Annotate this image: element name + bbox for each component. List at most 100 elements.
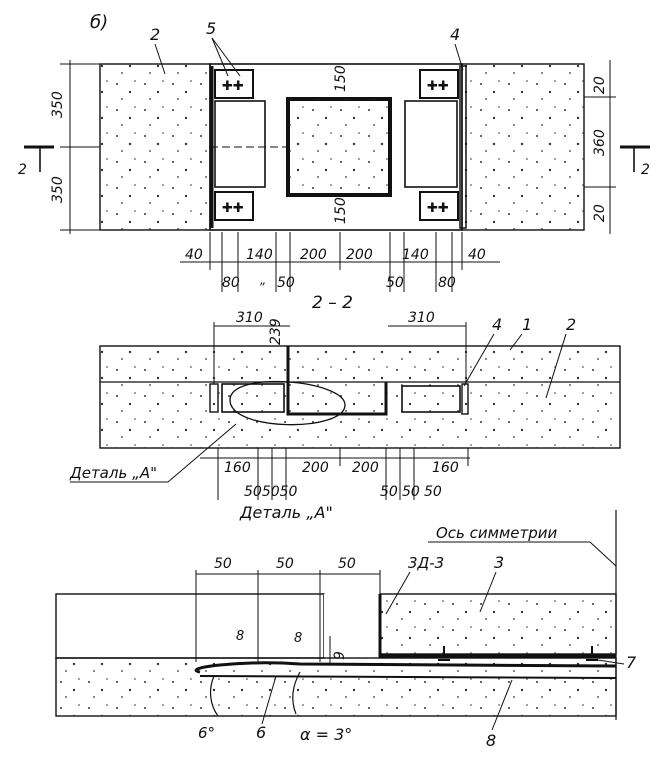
- detail-dim-50-1: 50: [214, 556, 232, 572]
- dim-140-right: 140: [402, 247, 429, 263]
- leader: [454, 43, 464, 71]
- detail-view: Деталь „А" Ось симметрии 50 50 50 3Д-3 3: [55, 503, 637, 750]
- dim-core-bottom: 150: [333, 197, 349, 224]
- dim-ticks: [209, 232, 463, 292]
- section-number-left: 2: [18, 162, 27, 178]
- dim-80-right: 80: [438, 275, 456, 291]
- left-bottom-plate: [214, 191, 254, 221]
- dim-right-middle: 360: [592, 129, 608, 156]
- dim-80-left: 80: [222, 275, 240, 291]
- leader: [589, 541, 617, 567]
- left-insulation: [214, 100, 266, 188]
- angle-small-2: 8: [294, 631, 302, 646]
- core-aggregate: [288, 99, 390, 195]
- detail-callout-8: 8: [486, 731, 496, 750]
- section-dim-small-right-3: 50: [424, 484, 442, 500]
- detail-insulation: [55, 593, 325, 659]
- detail-title: Деталь „А": [239, 503, 333, 522]
- leader: [211, 37, 241, 77]
- detail-callout-6: 6: [256, 723, 266, 742]
- section-callout-1: 1: [522, 315, 532, 334]
- callout-2: 2: [150, 25, 160, 44]
- bolt-icon: [436, 646, 452, 661]
- leader: [479, 571, 497, 613]
- right-top-plate: [419, 69, 459, 99]
- detail-gap: [324, 594, 380, 658]
- dim-200-left: 200: [300, 247, 327, 263]
- section-dim-239: 239: [268, 318, 284, 345]
- right-bottom-plate: [419, 191, 459, 221]
- detail-callout-7: 7: [626, 653, 637, 672]
- dim-right-top: 20: [592, 76, 608, 94]
- leader: [545, 333, 567, 399]
- dim-40-left: 40: [185, 247, 203, 263]
- section-aggregate: [100, 346, 620, 448]
- section-title: 2 – 2: [312, 293, 353, 313]
- bolt-mark: ✚✚: [222, 201, 244, 216]
- section-dim-small-right-1: 50: [380, 484, 398, 500]
- dim-140-left: 140: [246, 247, 273, 263]
- angle-alpha: α = 3°: [300, 725, 352, 744]
- left-panel-aggregate: [100, 64, 210, 230]
- section-insulation-right: [401, 385, 461, 413]
- section-dim-310-left: 310: [236, 310, 263, 326]
- leader: [597, 659, 625, 665]
- callout-4: 4: [450, 25, 460, 44]
- leader: [154, 43, 166, 75]
- dim-left-lower: 350: [50, 176, 66, 203]
- detail-callout-3: 3: [494, 553, 504, 572]
- section-number-right: 2: [641, 162, 650, 178]
- bolt-mark: ✚✚: [427, 201, 449, 216]
- dim-50-left: 50: [277, 275, 295, 291]
- symmetry-axis-label: Ось симметрии: [436, 524, 558, 542]
- sliding-plate: [194, 661, 617, 674]
- leader: [491, 679, 513, 731]
- section-dim-160-left: 160: [224, 460, 251, 476]
- rotation-arrow-6deg: [209, 675, 219, 717]
- dim-50-right: 50: [386, 275, 404, 291]
- section-dim-200-left: 200: [302, 460, 329, 476]
- left-top-plate: [214, 69, 254, 99]
- bolt-icon: [584, 646, 600, 661]
- dim-right-bottom: 20: [592, 204, 608, 222]
- sliding-plate-lower: [199, 675, 617, 679]
- leader: [385, 571, 411, 615]
- detail-dim-9: 9: [332, 651, 348, 660]
- section-dim-small-left: 505050: [244, 484, 298, 500]
- section-callout-2: 2: [566, 315, 576, 334]
- detail-circle: [229, 380, 346, 426]
- dim-40-right: 40: [468, 247, 486, 263]
- section-dim-ticks: [217, 448, 469, 500]
- callout-5: 5: [206, 19, 216, 38]
- dim-left-upper: 350: [50, 91, 66, 118]
- section-dim-160-right: 160: [432, 460, 459, 476]
- detail-dim-50-2: 50: [276, 556, 294, 572]
- plan-view: б) ✚✚ ✚✚ ✚✚ ✚✚ 2 5 4: [18, 12, 650, 292]
- plan-label: б): [90, 12, 108, 33]
- stray-mark: „: [260, 273, 266, 287]
- leader: [211, 37, 229, 77]
- mark-3d3: 3Д-3: [408, 554, 444, 572]
- angle-6deg: 6°: [198, 724, 215, 742]
- right-insulation: [404, 100, 458, 188]
- detail-lower-aggregate: [56, 658, 616, 716]
- leader: [167, 423, 237, 483]
- steel-angle-3d3: [378, 594, 616, 658]
- leader: [509, 333, 523, 351]
- section-dim-small-right-2: 50: [402, 484, 420, 500]
- right-panel-aggregate: [462, 64, 584, 230]
- angle-small-1: 8: [236, 629, 244, 644]
- bolt-mark: ✚✚: [427, 79, 449, 94]
- section-callout-4: 4: [492, 315, 502, 334]
- steel-strip-4: [459, 65, 467, 229]
- rotation-arrow-alpha: [292, 671, 301, 715]
- section-dim-200-right: 200: [352, 460, 379, 476]
- leader: [261, 675, 277, 725]
- detail-dim-50-3: 50: [338, 556, 356, 572]
- leader: [463, 333, 495, 387]
- section-dim-310-right: 310: [408, 310, 435, 326]
- dim-200-right: 200: [346, 247, 373, 263]
- section-view: 2 – 2 310 310 239 4 1 2 Деталь „А": [69, 293, 621, 500]
- bolt-mark: ✚✚: [222, 79, 244, 94]
